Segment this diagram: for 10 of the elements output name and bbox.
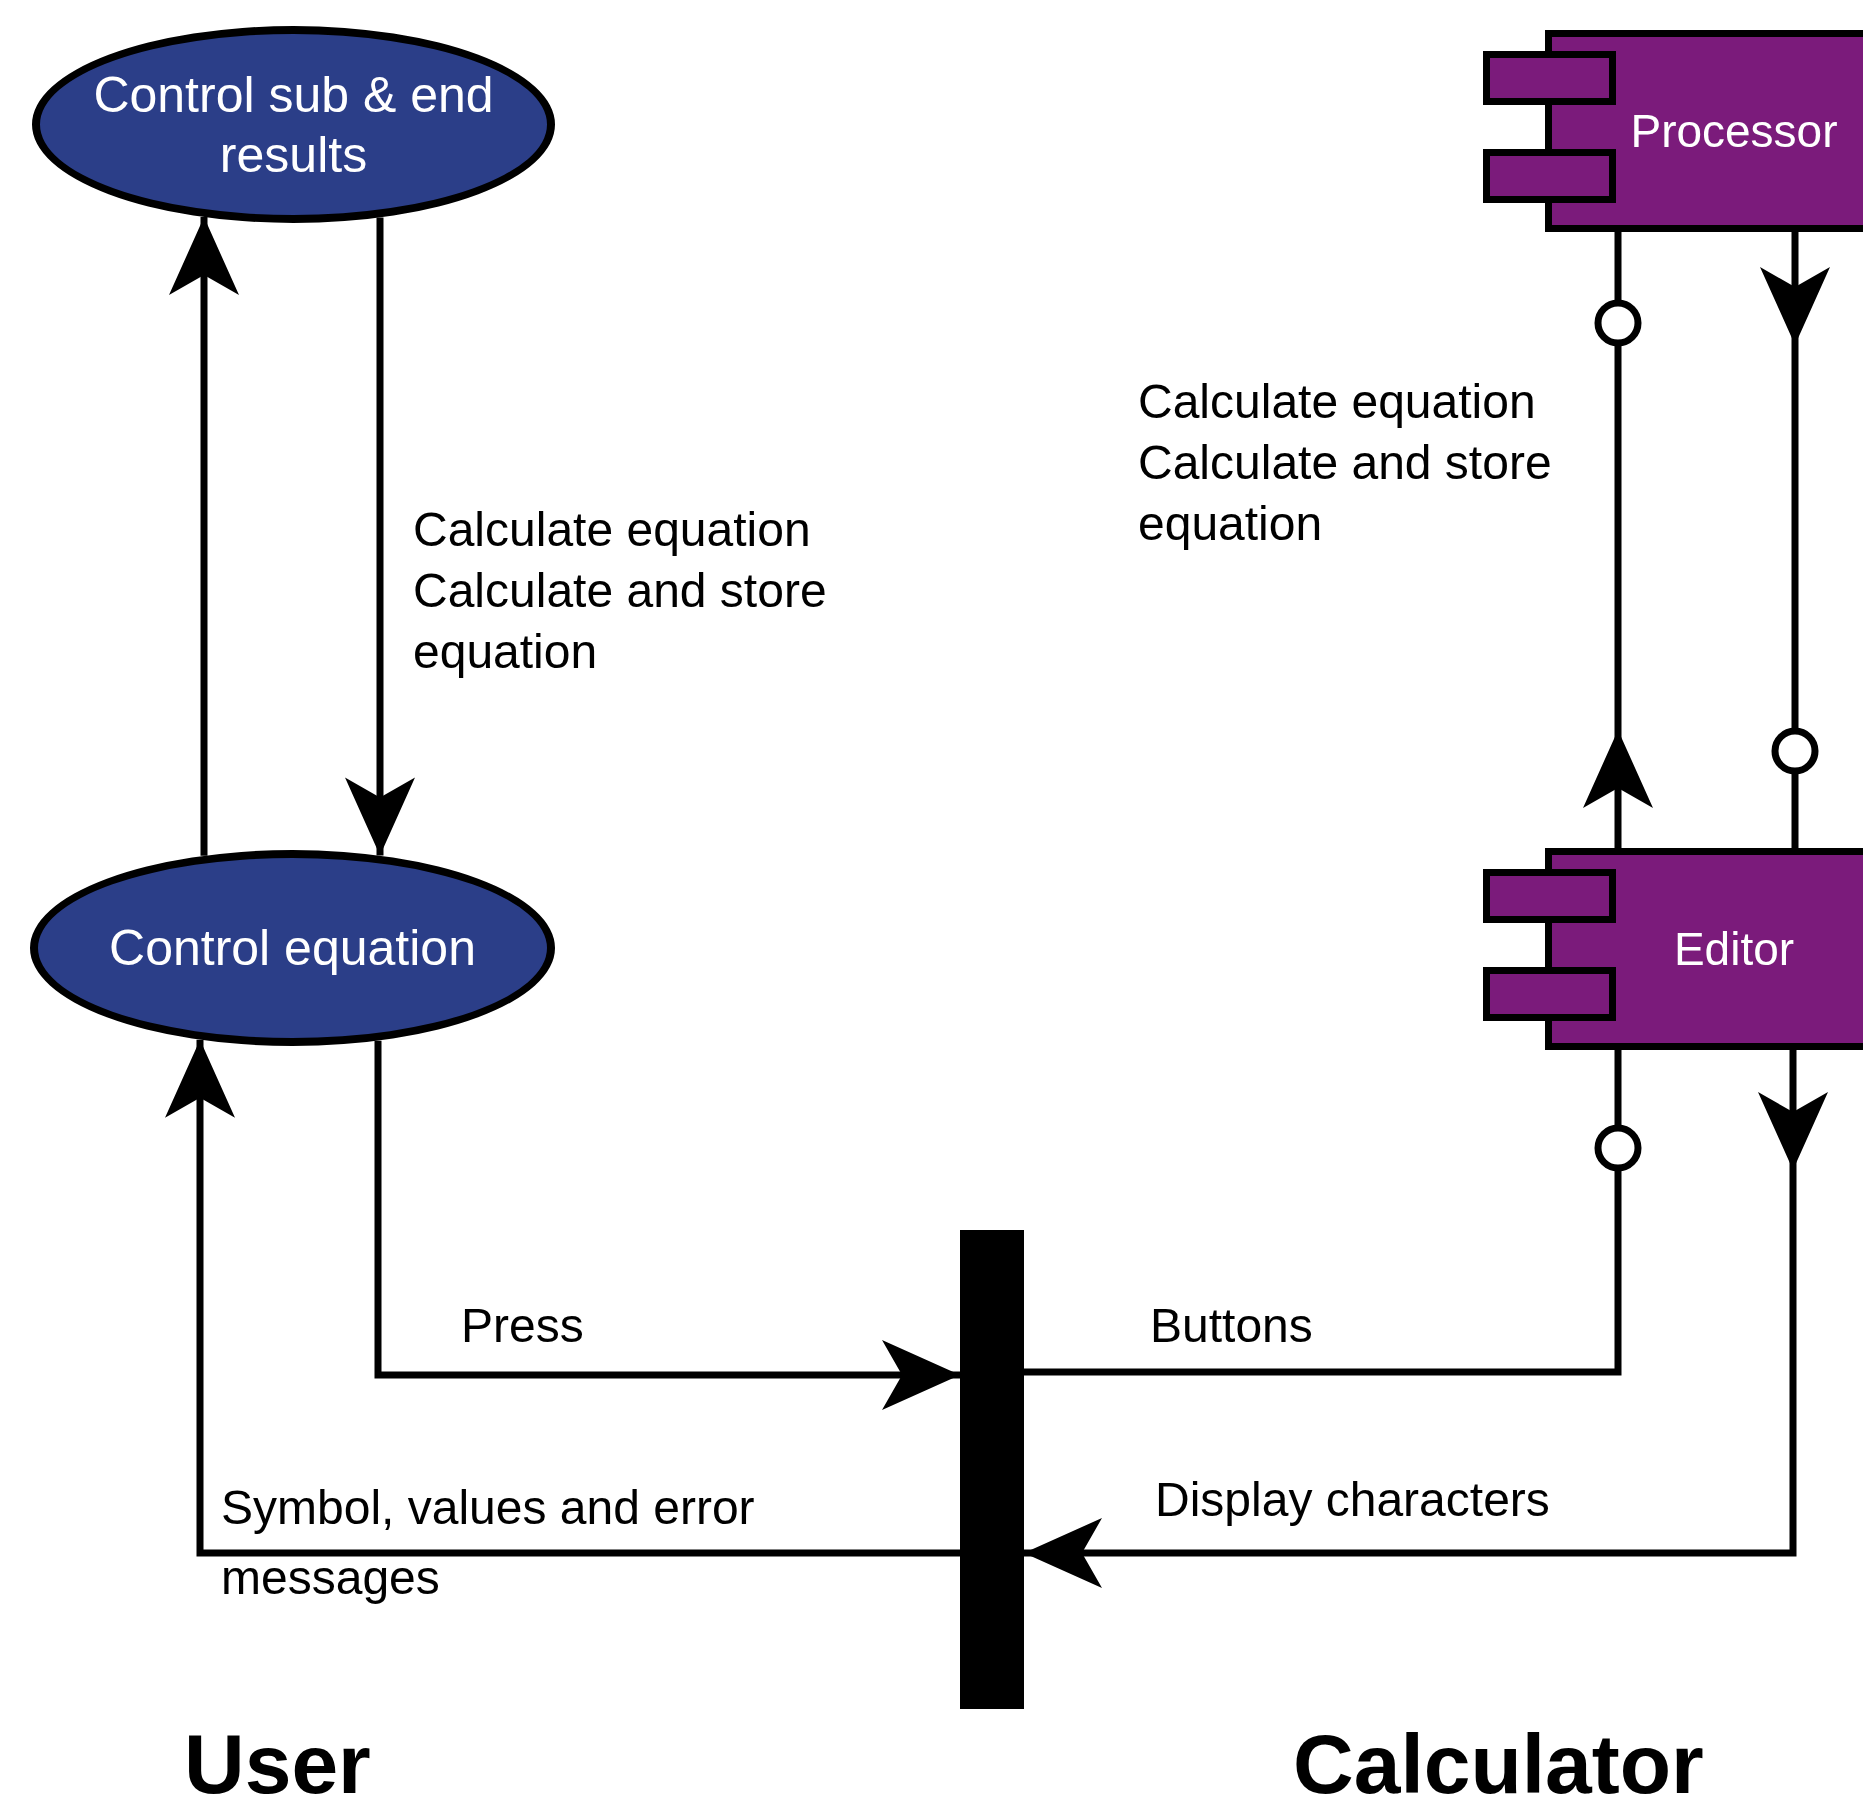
edge-label: Press xyxy=(461,1298,584,1354)
node-label: Control equation xyxy=(108,919,477,978)
edge-label: Calculate equation Calculate and store equation xyxy=(413,502,828,680)
edge-label: Buttons xyxy=(1150,1298,1313,1354)
edge-label: Calculate equation Calculate and store equation xyxy=(1138,374,1553,552)
edge-label: Symbol, values and error messages xyxy=(221,1480,756,1606)
edge-label: Display characters xyxy=(1155,1472,1550,1528)
group-title: Calculator xyxy=(1293,1722,1704,1806)
group-title: User xyxy=(184,1722,371,1806)
node-label: Control sub & end results xyxy=(92,65,495,185)
